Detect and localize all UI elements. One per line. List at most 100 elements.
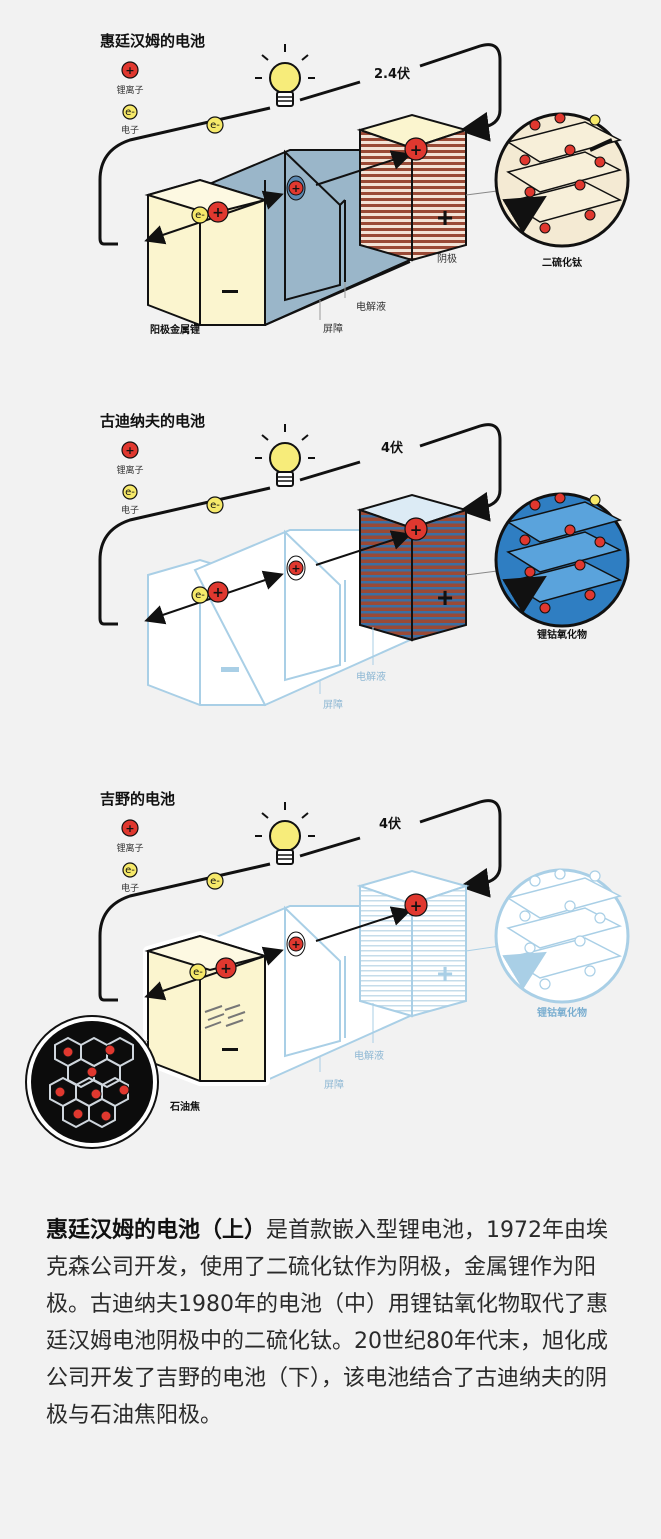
anode-block xyxy=(144,178,269,326)
svg-text:e-: e- xyxy=(210,120,220,131)
ion-legend-icon xyxy=(121,61,139,79)
panel-title: 惠廷汉姆的电池 xyxy=(100,32,205,50)
barrier-label: 屏障 xyxy=(323,322,343,335)
svg-text:+: + xyxy=(437,582,453,613)
legend-electron-label: 电子 xyxy=(121,504,139,516)
svg-text:+: + xyxy=(410,521,423,539)
cathode-block: + xyxy=(356,493,470,642)
svg-text:e-: e- xyxy=(210,500,220,511)
anode-label: 阳极金属锂 xyxy=(150,323,200,336)
panel-goodenough: 古迪纳夫的电池 + 锂离子 e- 电子 4伏 xyxy=(0,380,661,740)
lithium-ion-icon xyxy=(288,180,304,196)
circuit-wire-right xyxy=(419,799,502,898)
anode-block xyxy=(143,931,270,1086)
lightbulb-icon xyxy=(255,802,315,865)
svg-text:e-: e- xyxy=(210,876,220,887)
barrier-label: 屏障 xyxy=(324,1078,344,1091)
svg-text:e-: e- xyxy=(125,487,135,498)
lightbulb-icon xyxy=(255,44,315,107)
electron-icon xyxy=(189,963,207,981)
lithium-ion-icon xyxy=(207,201,229,223)
voltage-label: 4伏 xyxy=(381,440,403,456)
panel-title: 吉野的电池 xyxy=(100,790,175,808)
barrier-label: 屏障 xyxy=(323,698,343,711)
ion-path-arrow xyxy=(315,530,412,566)
electron-icon xyxy=(206,496,224,514)
voltage-label: 4伏 xyxy=(379,816,401,832)
zoom-label: 锂钴氧化物 xyxy=(537,1006,587,1019)
svg-text:+: + xyxy=(125,64,134,77)
caption-paragraph: 惠廷汉姆的电池（上）是首款嵌入型锂电池，1972年由埃克森公司开发，使用了二硫化… xyxy=(46,1212,626,1434)
ion-path-arrow xyxy=(315,150,412,186)
legend-electron-label: 电子 xyxy=(121,124,139,136)
svg-text:e-: e- xyxy=(195,590,205,601)
legend: + 锂离子 e- 电子 xyxy=(116,441,144,516)
svg-text:e-: e- xyxy=(193,967,203,978)
lithium-ion-icon xyxy=(207,581,229,603)
lithium-ion-icon xyxy=(404,517,428,541)
svg-text:+: + xyxy=(291,562,300,575)
ion-path-arrow xyxy=(315,906,412,942)
lithium-ion-icon xyxy=(288,936,304,952)
circuit-wire-right xyxy=(419,43,502,142)
svg-text:+: + xyxy=(437,202,453,233)
circuit-wire-mid xyxy=(299,836,361,858)
zoom-circle-lithium-cobalt-oxide xyxy=(494,492,630,628)
legend-ion-label: 锂离子 xyxy=(116,84,143,96)
zoom-circle-titanium-disulfide xyxy=(494,112,630,248)
lithium-ion-icon xyxy=(288,560,304,576)
svg-text:+: + xyxy=(291,182,300,195)
electrolyte-label: 电解液 xyxy=(356,670,386,683)
electron-legend-icon xyxy=(122,104,138,120)
legend-electron-label: 电子 xyxy=(121,882,139,894)
caption-body: 是首款嵌入型锂电池，1972年由埃克森公司开发，使用了二硫化钛作为阴极，金属锂作… xyxy=(46,1218,609,1428)
svg-text:+: + xyxy=(437,958,453,989)
svg-text:+: + xyxy=(125,444,134,457)
circuit-wire-left xyxy=(98,106,271,246)
anode-zoom-label: 石油焦 xyxy=(169,1100,200,1113)
cathode-label: 阴极 xyxy=(437,252,457,265)
legend-ion-label: 锂离子 xyxy=(116,842,143,854)
svg-text:+: + xyxy=(410,897,423,915)
electron-legend-icon xyxy=(122,862,138,878)
svg-text:+: + xyxy=(220,961,232,977)
lithium-ion-icon xyxy=(404,893,428,917)
legend-ion-label: 锂离子 xyxy=(116,464,143,476)
voltage-label: 2.4伏 xyxy=(374,66,410,82)
electron-icon xyxy=(206,116,224,134)
ion-legend-icon xyxy=(121,441,139,459)
lithium-ion-icon xyxy=(215,957,237,979)
ion-path-arrow xyxy=(144,946,284,1001)
electrolyte-label: 电解液 xyxy=(356,300,386,313)
svg-text:+: + xyxy=(125,822,134,835)
circuit-wire-left xyxy=(98,862,271,1002)
ion-legend-icon xyxy=(121,819,139,837)
svg-text:+: + xyxy=(212,585,224,601)
electrolyte-label: 电解液 xyxy=(354,1049,384,1062)
caption-bold-lead: 惠廷汉姆的电池（上） xyxy=(46,1218,267,1243)
zoom-circle-petroleum-coke xyxy=(25,1015,159,1149)
svg-text:+: + xyxy=(212,205,224,221)
panel-title: 古迪纳夫的电池 xyxy=(100,412,205,430)
svg-text:+: + xyxy=(291,938,300,951)
zoom-label: 锂钴氧化物 xyxy=(537,628,587,641)
svg-text:e-: e- xyxy=(195,210,205,221)
panel-whittingham: 惠廷汉姆的电池 + 锂离子 e- 电子 2.4伏 xyxy=(0,0,661,360)
svg-text:+: + xyxy=(410,141,423,159)
svg-text:e-: e- xyxy=(125,107,135,118)
zoom-circle-lithium-cobalt-oxide-faint xyxy=(494,868,630,1004)
circuit-wire-mid xyxy=(299,80,361,102)
legend: + 锂离子 e- 电子 xyxy=(116,819,144,894)
circuit-wire-mid xyxy=(299,460,361,482)
cathode-block: + xyxy=(356,869,470,1018)
circuit-wire-left xyxy=(98,486,271,626)
legend: + 锂离子 e- 电子 xyxy=(116,61,144,136)
zoom-label: 二硫化钛 xyxy=(542,256,583,269)
lithium-ion-icon xyxy=(404,137,428,161)
panel-yoshino: 吉野的电池 + 锂离子 e- 电子 4伏 xyxy=(0,760,661,1160)
electron-icon xyxy=(206,872,224,890)
svg-text:e-: e- xyxy=(125,865,135,876)
circuit-wire-right xyxy=(419,423,502,522)
electron-legend-icon xyxy=(122,484,138,500)
